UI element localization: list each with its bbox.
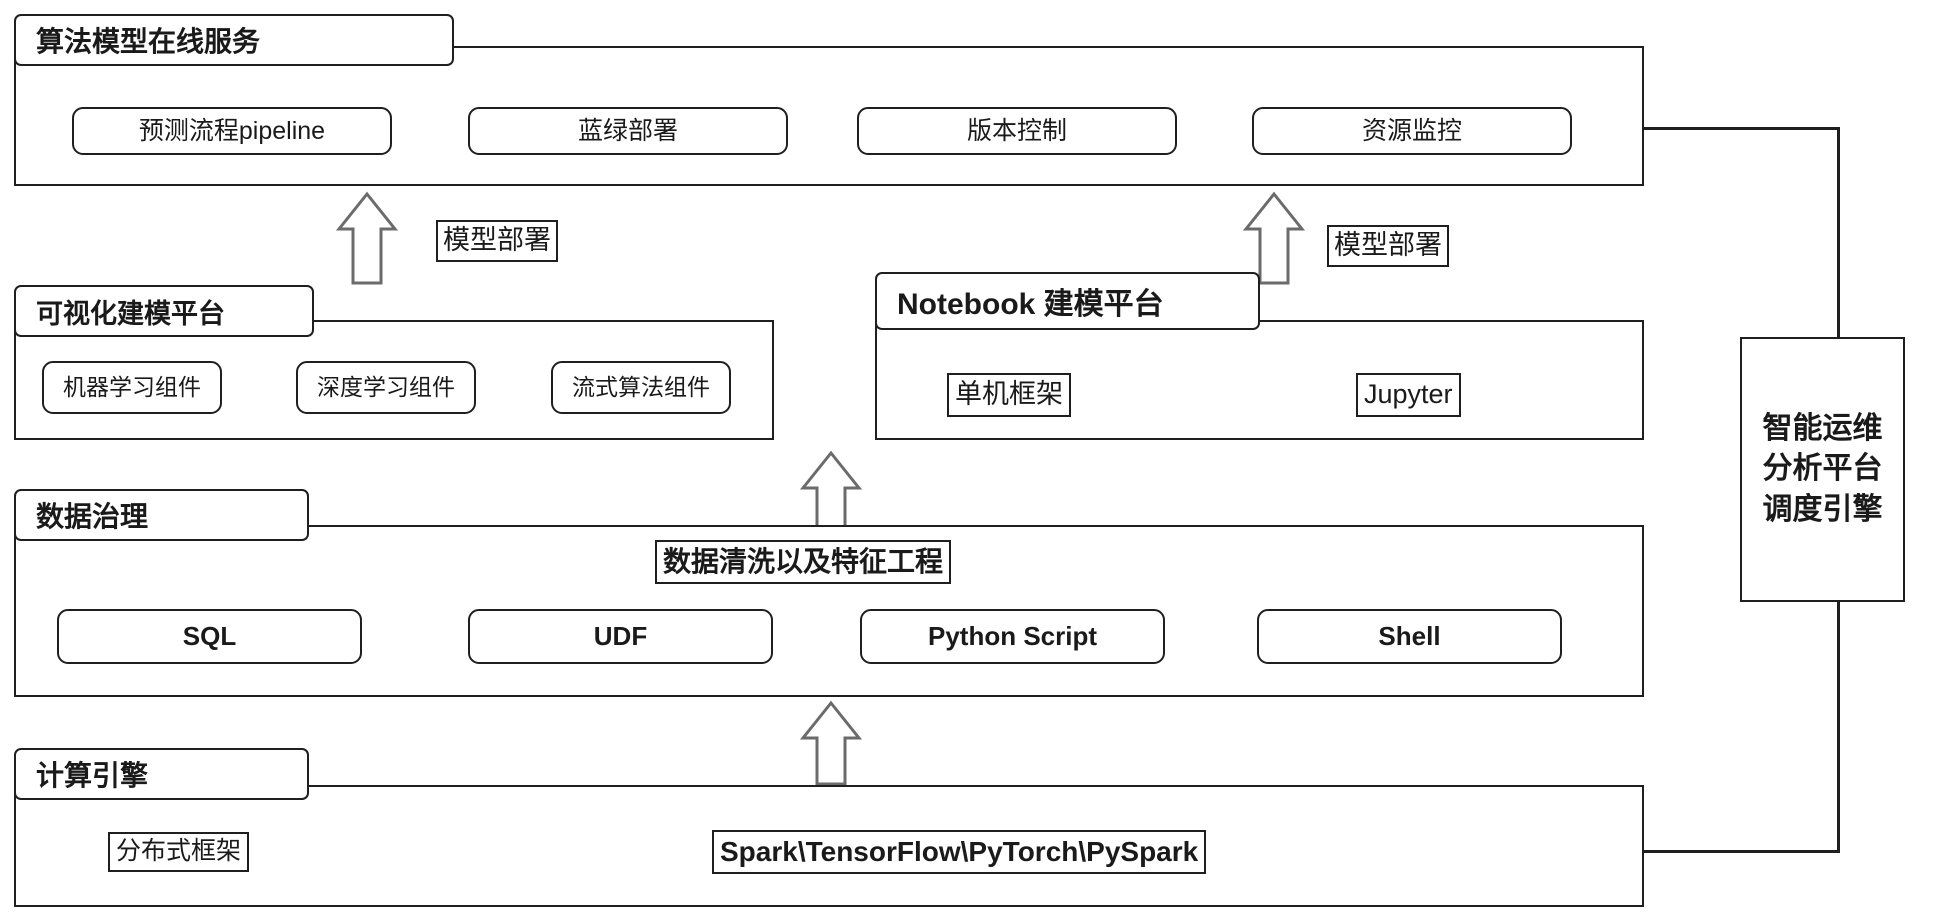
section-header-compute-engine-label: 计算引擎: [36, 760, 149, 791]
label-model-deploy-left: 模型部署: [436, 220, 558, 262]
chip-resource-monitor[interactable]: 资源监控: [1252, 107, 1572, 155]
label-model-deploy-left-text: 模型部署: [443, 225, 551, 256]
chip-standalone-framework[interactable]: 单机框架: [947, 373, 1071, 417]
connector-online-service-to-scheduler-v: [1837, 127, 1840, 339]
panel-top-border: [16, 785, 1618, 787]
chip-sql[interactable]: SQL: [57, 609, 362, 664]
section-header-data-governance-label: 数据治理: [36, 501, 149, 532]
chip-python-script-label: Python Script: [927, 620, 1097, 651]
chip-streaming-component-label: 流式算法组件: [572, 374, 710, 401]
panel-top-border: [16, 320, 748, 322]
chip-distributed-framework[interactable]: 分布式框架: [108, 832, 250, 872]
section-header-visual-modeling-label: 可视化建模平台: [36, 298, 225, 329]
chip-blue-green-deploy-label: 蓝绿部署: [577, 116, 678, 145]
panel-corner-bevel: [746, 320, 798, 348]
chip-prediction-pipeline[interactable]: 预测流程pipeline: [72, 107, 392, 155]
label-model-deploy-right-text: 模型部署: [1334, 230, 1442, 261]
panel-corner-bevel: [1616, 525, 1668, 553]
label-model-deploy-right: 模型部署: [1327, 225, 1449, 267]
arrow-compute-to-data-icon: [800, 700, 862, 786]
panel-corner-bevel: [1616, 320, 1668, 348]
chip-dl-component-label: 深度学习组件: [317, 374, 455, 401]
chip-prediction-pipeline-label: 预测流程pipeline: [138, 116, 326, 145]
side-panel-ops-scheduler-label: 智能运维分析平台调度引擎: [1762, 411, 1883, 526]
chip-python-script[interactable]: Python Script: [860, 609, 1165, 664]
chip-dl-component[interactable]: 深度学习组件: [296, 361, 476, 414]
chip-sql-label: SQL: [182, 620, 237, 651]
chip-compute-frameworks[interactable]: Spark\TensorFlow\PyTorch\PySpark: [712, 830, 1207, 874]
chip-ml-component-label: 机器学习组件: [63, 374, 201, 401]
section-header-visual-modeling[interactable]: 可视化建模平台: [14, 285, 314, 337]
label-data-cleaning: 数据清洗以及特征工程: [655, 540, 952, 584]
label-data-cleaning-text: 数据清洗以及特征工程: [663, 545, 944, 577]
panel-top-border: [16, 46, 1618, 48]
chip-ml-component[interactable]: 机器学习组件: [42, 361, 222, 414]
chip-jupyter-label: Jupyter: [1364, 379, 1453, 410]
chip-jupyter[interactable]: Jupyter: [1356, 373, 1461, 417]
connector-scheduler-to-compute-h: [1644, 850, 1840, 853]
chip-compute-frameworks-label: Spark\TensorFlow\PyTorch\PySpark: [720, 835, 1199, 867]
chip-streaming-component[interactable]: 流式算法组件: [551, 361, 731, 414]
connector-online-service-to-scheduler-h: [1644, 127, 1840, 130]
panel-corner-bevel: [1616, 46, 1668, 74]
chip-version-control[interactable]: 版本控制: [857, 107, 1177, 155]
chip-blue-green-deploy[interactable]: 蓝绿部署: [468, 107, 788, 155]
chip-udf[interactable]: UDF: [468, 609, 773, 664]
section-header-compute-engine[interactable]: 计算引擎: [14, 748, 309, 800]
section-header-data-governance[interactable]: 数据治理: [14, 489, 309, 541]
chip-distributed-framework-label: 分布式框架: [116, 837, 242, 866]
chip-version-control-label: 版本控制: [966, 116, 1067, 145]
connector-scheduler-to-compute-v: [1837, 600, 1840, 852]
section-header-online-service-label: 算法模型在线服务: [36, 26, 261, 57]
section-header-notebook-modeling[interactable]: Notebook 建模平台: [875, 272, 1260, 330]
section-header-notebook-modeling-label: Notebook 建模平台: [897, 288, 1164, 321]
arrow-model-deploy-right-icon: [1243, 191, 1305, 285]
chip-udf-label: UDF: [593, 620, 648, 651]
side-panel-ops-scheduler[interactable]: 智能运维分析平台调度引擎: [1740, 337, 1905, 602]
chip-shell[interactable]: Shell: [1257, 609, 1562, 664]
section-header-online-service[interactable]: 算法模型在线服务: [14, 14, 454, 66]
panel-corner-bevel: [1616, 785, 1668, 813]
chip-shell-label: Shell: [1378, 620, 1441, 651]
chip-resource-monitor-label: 资源监控: [1361, 116, 1462, 145]
chip-standalone-framework-label: 单机框架: [955, 379, 1063, 410]
panel-top-border: [16, 525, 1618, 527]
arrow-model-deploy-left-icon: [336, 191, 398, 285]
